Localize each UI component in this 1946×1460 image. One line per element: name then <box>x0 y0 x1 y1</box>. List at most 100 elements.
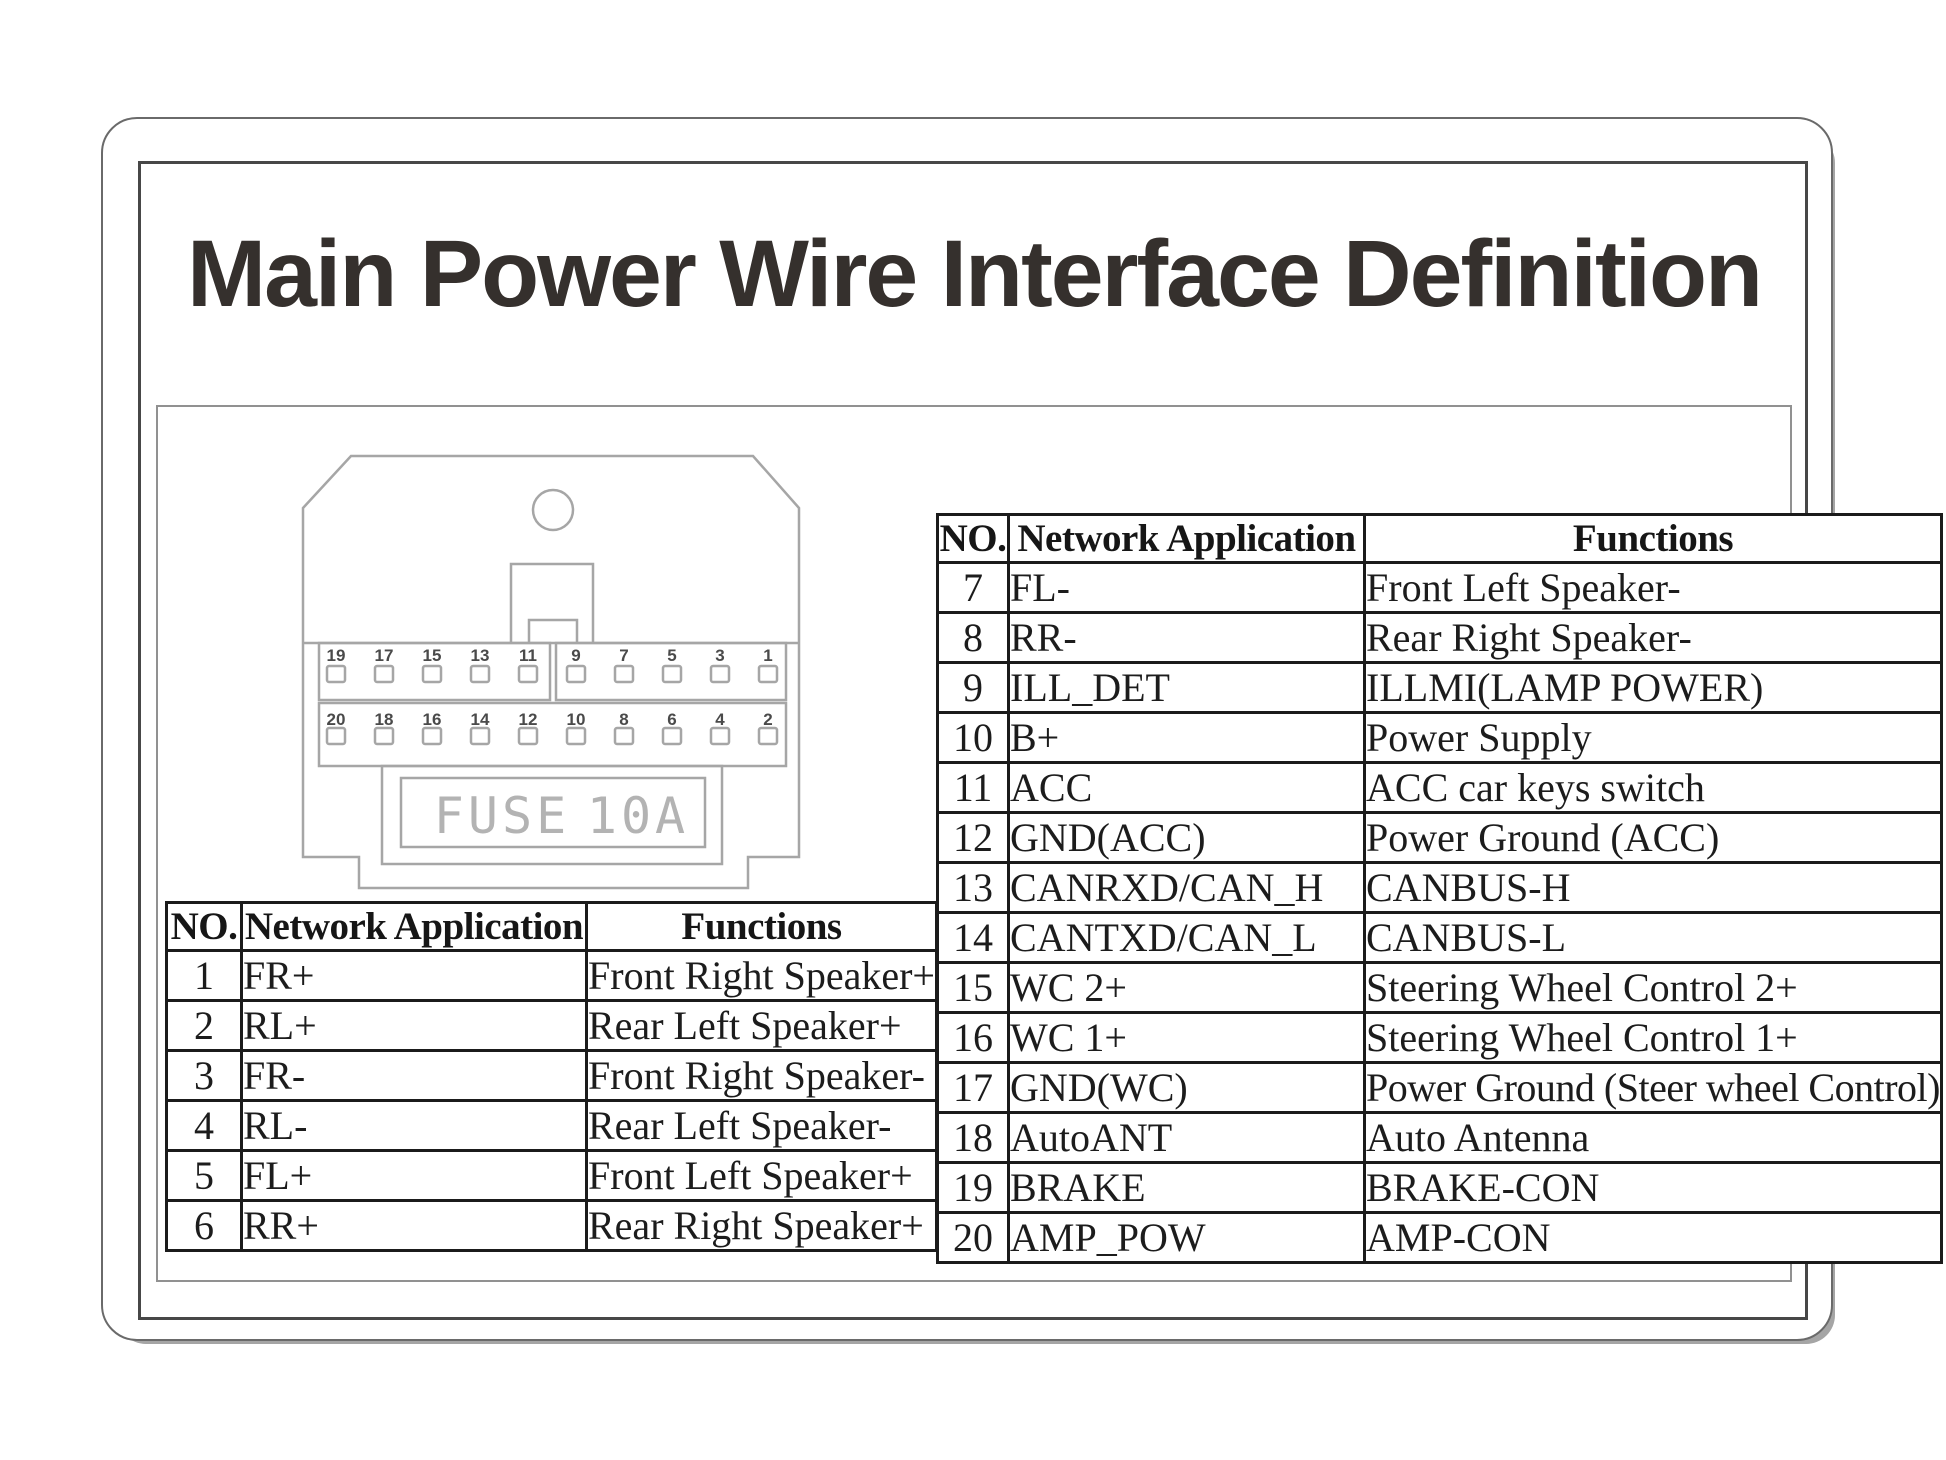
pin-contact <box>757 726 779 746</box>
connector-body-outline <box>301 454 801 890</box>
pin-number-label: 9 <box>571 646 580 665</box>
pin-number-label: 2 <box>763 710 772 729</box>
column-header: NO. <box>936 513 1010 564</box>
table-cell: 14 <box>936 911 1010 964</box>
table-cell: 9 <box>936 661 1010 714</box>
table-cell: Rear Left Speaker- <box>585 1099 938 1152</box>
table-cell: Front Left Speaker- <box>1363 561 1943 614</box>
pin-number-label: 13 <box>471 646 490 665</box>
table-cell: RL+ <box>240 999 588 1052</box>
table-cell: FL+ <box>240 1149 588 1202</box>
pin-contact <box>757 664 779 684</box>
pin-contact <box>421 664 443 684</box>
pin-number-label: 8 <box>619 710 628 729</box>
table-cell: WC 1+ <box>1007 1011 1366 1064</box>
pin-number-label: 17 <box>375 646 394 665</box>
table-cell: ILLMI(LAMP POWER) <box>1363 661 1943 714</box>
pin-contact <box>421 726 443 746</box>
pin-number-label: 5 <box>667 646 676 665</box>
pin-number-label: 10 <box>567 710 586 729</box>
table-cell: 15 <box>936 961 1010 1014</box>
table-cell: GND(WC) <box>1007 1061 1366 1114</box>
table-cell: 13 <box>936 861 1010 914</box>
table-cell: GND(ACC) <box>1007 811 1366 864</box>
fuse-box-outer <box>380 764 724 866</box>
table-cell: 18 <box>936 1111 1010 1164</box>
table-cell: BRAKE <box>1007 1161 1366 1214</box>
table-cell: Rear Right Speaker+ <box>585 1199 938 1252</box>
table-cell: 8 <box>936 611 1010 664</box>
table-cell: FL- <box>1007 561 1366 614</box>
table-cell: CANTXD/CAN_L <box>1007 911 1366 964</box>
pin-number-label: 1 <box>763 646 772 665</box>
table-cell: 5 <box>165 1149 243 1202</box>
pin-contact <box>373 726 395 746</box>
table-cell: FR+ <box>240 949 588 1002</box>
table-cell: Rear Right Speaker- <box>1363 611 1943 664</box>
pin-number-label: 15 <box>423 646 442 665</box>
pin-contact <box>517 664 539 684</box>
pin-contact <box>469 726 491 746</box>
table-cell: ACC car keys switch <box>1363 761 1943 814</box>
table-cell: Front Left Speaker+ <box>585 1149 938 1202</box>
table-cell: Power Ground (ACC) <box>1363 811 1943 864</box>
table-cell: 6 <box>165 1199 243 1252</box>
pin-contact <box>709 726 731 746</box>
table-cell: B+ <box>1007 711 1366 764</box>
table-cell: AMP_POW <box>1007 1211 1366 1264</box>
table-cell: 3 <box>165 1049 243 1102</box>
table-cell: 11 <box>936 761 1010 814</box>
page-title: Main Power Wire Interface Definition <box>186 221 1763 327</box>
pin-number-label: 3 <box>715 646 724 665</box>
table-cell: Power Supply <box>1363 711 1943 764</box>
table-cell: RR+ <box>240 1199 588 1252</box>
table-cell: Front Right Speaker+ <box>585 949 938 1002</box>
pin-contact <box>325 664 347 684</box>
table-cell: CANBUS-L <box>1363 911 1943 964</box>
pin-contact <box>469 664 491 684</box>
pin-number-label: 19 <box>327 646 346 665</box>
pin-contact <box>565 726 587 746</box>
table-cell: BRAKE-CON <box>1363 1161 1943 1214</box>
table-cell: 2 <box>165 999 243 1052</box>
pin-number-label: 20 <box>327 710 346 729</box>
pin-contact <box>709 664 731 684</box>
center-tab-notch <box>527 618 579 643</box>
fuse-rating: 10A <box>587 787 689 845</box>
column-header: Functions <box>585 901 938 952</box>
pin-number-label: 4 <box>715 710 725 729</box>
column-header: Functions <box>1363 513 1943 564</box>
pin-contact <box>517 726 539 746</box>
pin-contact <box>661 664 683 684</box>
mounting-hole <box>531 488 575 532</box>
pin-number-label: 6 <box>667 710 676 729</box>
pin-number-label: 18 <box>375 710 394 729</box>
pin-number-label: 14 <box>471 710 490 729</box>
table-cell: Steering Wheel Control 2+ <box>1363 961 1943 1014</box>
center-tab <box>509 562 595 643</box>
table-cell: 1 <box>165 949 243 1002</box>
column-header: NO. <box>165 901 243 952</box>
table-cell: CANRXD/CAN_H <box>1007 861 1366 914</box>
table-cell: RR- <box>1007 611 1366 664</box>
table-cell: Power Ground (Steer wheel Control) <box>1363 1061 1943 1114</box>
table-cell: FR- <box>240 1049 588 1102</box>
